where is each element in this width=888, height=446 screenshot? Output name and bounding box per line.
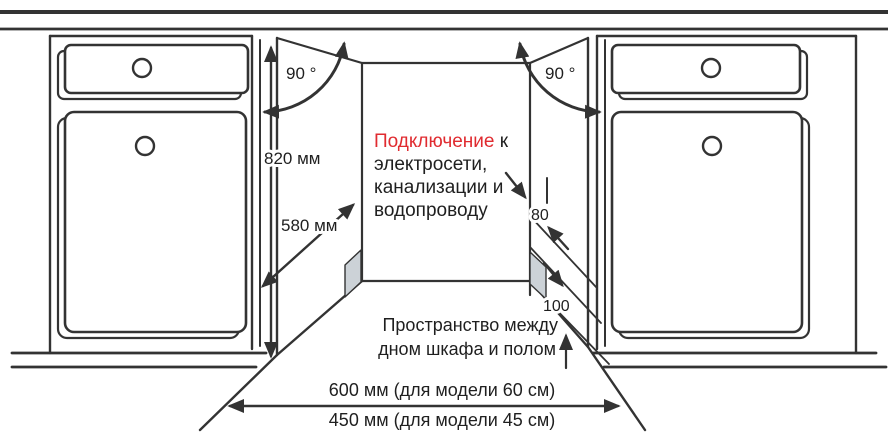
diagram-line-art bbox=[0, 10, 888, 432]
installation-niche bbox=[198, 36, 647, 432]
floor-gap-note: Пространство между дном шкафа и полом bbox=[375, 312, 561, 362]
connection-line4: водопроводу bbox=[374, 200, 488, 221]
drawer-right-knob-icon bbox=[700, 57, 722, 79]
gap-80-label: 80 bbox=[531, 207, 549, 224]
cabinet-right bbox=[591, 34, 888, 369]
height-820-label: 820 мм bbox=[264, 149, 320, 168]
svg-text:Подключение к: Подключение к bbox=[374, 131, 509, 152]
cabinet-left bbox=[10, 34, 268, 369]
arrow-90deg-left bbox=[262, 41, 349, 119]
connection-line2: электросети, bbox=[374, 154, 487, 175]
gap-80-arrow bbox=[547, 225, 570, 251]
connection-pointer-arrow bbox=[504, 171, 527, 200]
angle-right-label: 90 ° bbox=[545, 64, 575, 83]
service-panel-right bbox=[529, 251, 547, 300]
connection-highlight: Подключение bbox=[374, 131, 494, 152]
connection-line3: канализации и bbox=[374, 177, 503, 198]
width-600-label: 600 мм (для модели 60 см) bbox=[329, 380, 555, 400]
drawer-left-knob-icon bbox=[131, 57, 153, 79]
door-left-knob-icon bbox=[134, 135, 156, 157]
door-right-knob-icon bbox=[701, 135, 723, 157]
connection-tail: к bbox=[494, 131, 508, 152]
depth-580-label: 580 мм bbox=[281, 216, 337, 235]
drawer-left-front bbox=[63, 43, 250, 95]
arrow-90deg-right bbox=[515, 41, 602, 119]
floor-note-line1: Пространство между bbox=[382, 315, 558, 335]
door-left-front bbox=[63, 110, 248, 334]
countertop bbox=[0, 10, 888, 31]
service-panel-left bbox=[344, 249, 362, 298]
door-right-front bbox=[610, 110, 804, 334]
width-450-label: 450 мм (для модели 45 см) bbox=[329, 410, 555, 430]
connection-note: Подключение к электросети, канализации и… bbox=[374, 131, 509, 221]
angle-left-label: 90 ° bbox=[286, 64, 316, 83]
gap-100-arrow bbox=[542, 261, 564, 288]
dim-580-line bbox=[260, 203, 356, 288]
diagram-labels: 90 ° 90 ° 820 мм 580 мм Подключение к эл… bbox=[261, 61, 578, 433]
gap-100-label: 100 bbox=[543, 298, 570, 315]
floor-note-line2: дном шкафа и полом bbox=[378, 339, 556, 359]
drawer-right-front bbox=[610, 43, 802, 95]
dimension-arrows bbox=[227, 41, 621, 413]
